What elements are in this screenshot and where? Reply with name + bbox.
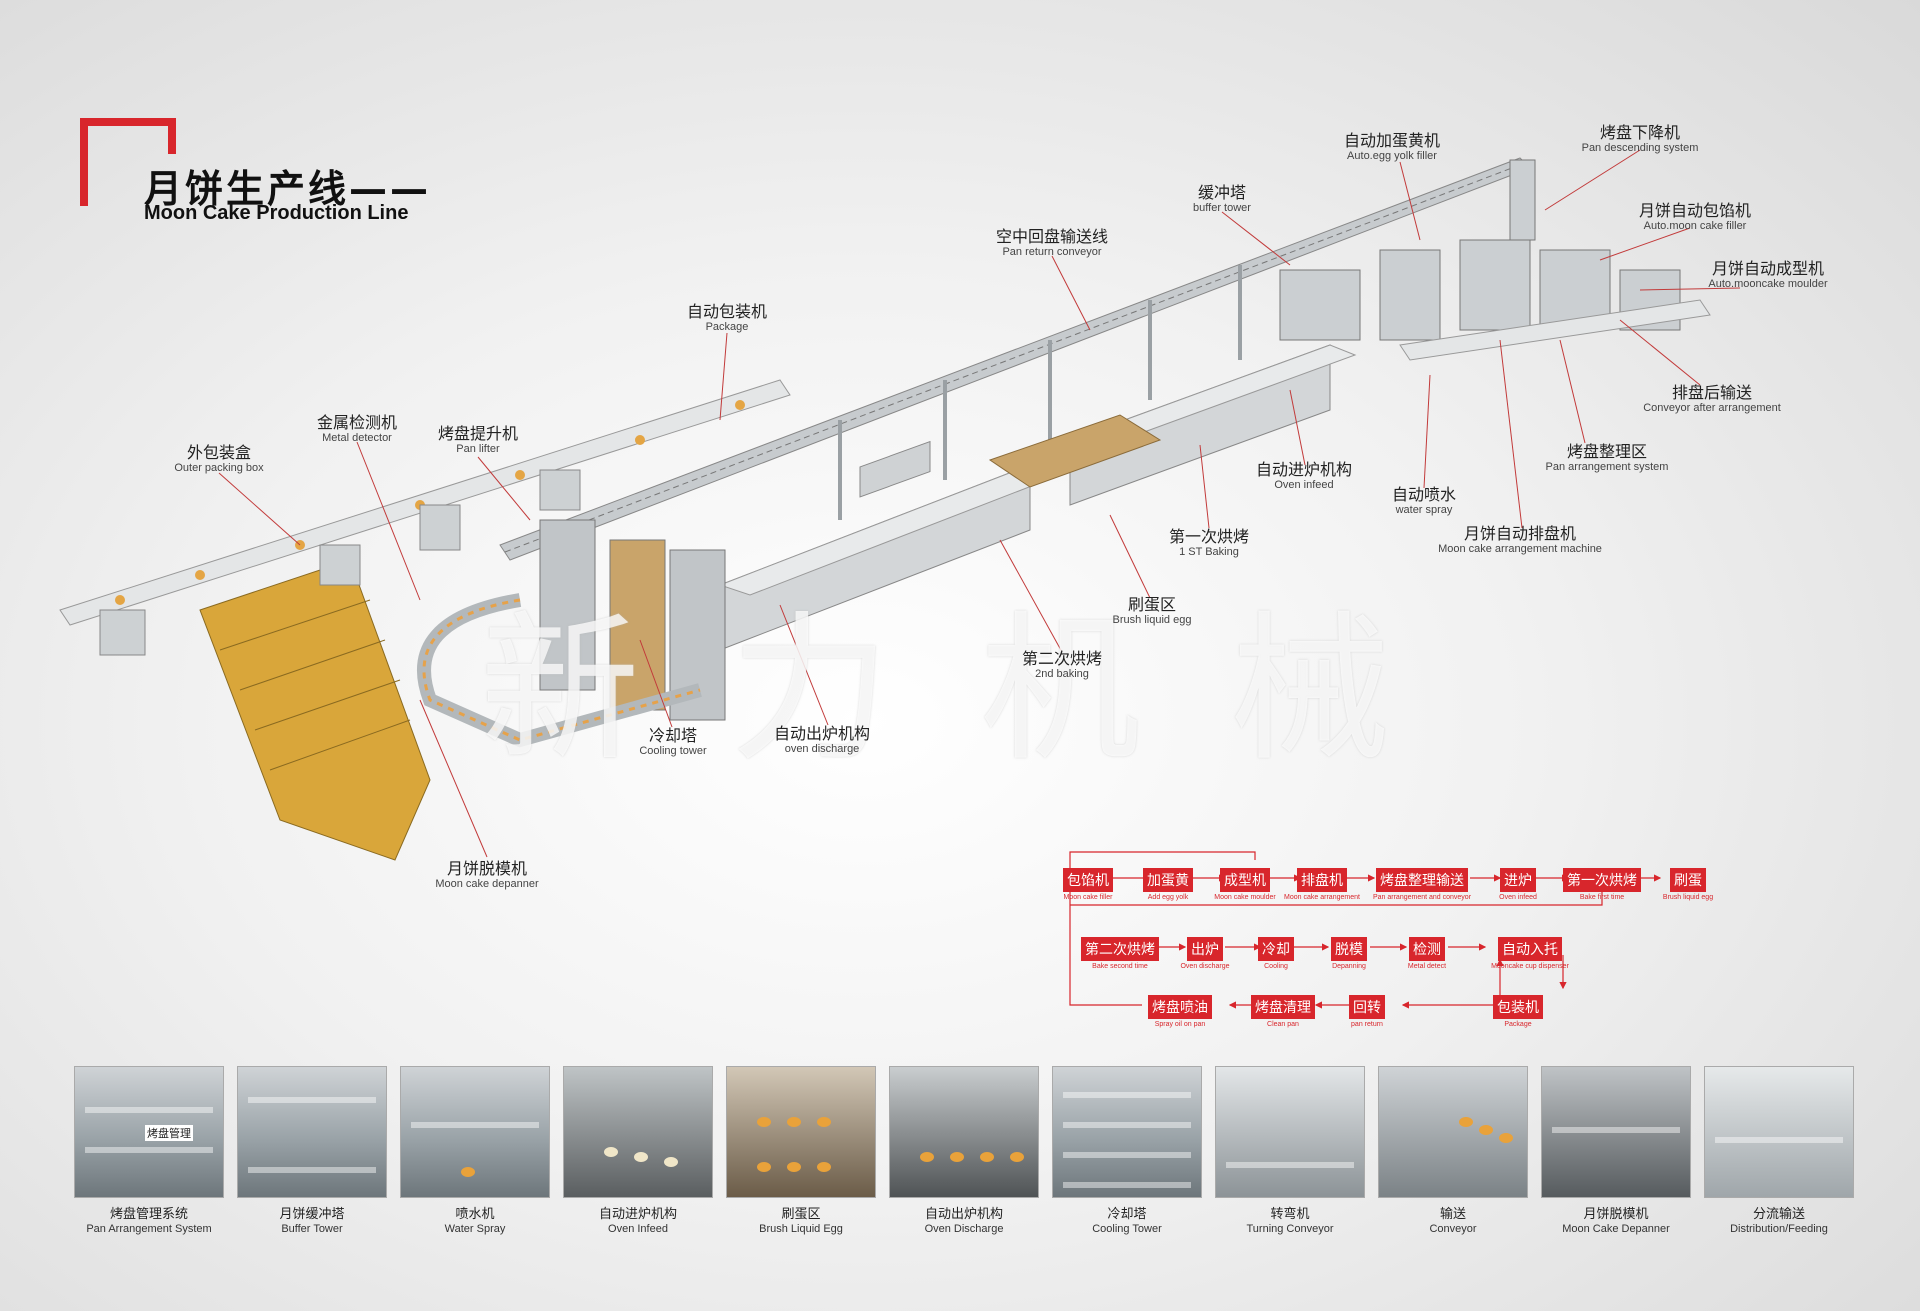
flow-step-add-yolk: 加蛋黄 xyxy=(1143,868,1193,892)
flow-step-spray-oil: 烤盘喷油 xyxy=(1148,995,1212,1019)
process-flow-chart: 包馅机 Moon cake filler 加蛋黄 Add egg yolk 成型… xyxy=(1060,850,1800,1040)
flow-step-brush-egg: 刷蛋 xyxy=(1670,868,1706,892)
photo-pan-arrangement: 烤盘管理 xyxy=(74,1066,224,1198)
flow-step-pan-conveyor: 烤盘整理输送 xyxy=(1376,868,1468,892)
page-subtitle: Moon Cake Production Line xyxy=(144,202,409,224)
photo-oven-discharge xyxy=(889,1066,1039,1198)
brush-egg-area xyxy=(988,414,1162,488)
flow-step-arrangement: 排盘机 xyxy=(1297,868,1347,892)
flow-step-first-bake: 第一次烘烤 xyxy=(1563,868,1641,892)
photo-depanner xyxy=(1541,1066,1691,1198)
outer-packing-conveyor xyxy=(59,379,791,626)
title-corner-mark xyxy=(80,118,176,206)
flow-step-package: 包装机 xyxy=(1493,995,1543,1019)
flow-step-moulder: 成型机 xyxy=(1220,868,1270,892)
crate-stack xyxy=(199,559,431,861)
photo-water-spray xyxy=(400,1066,550,1198)
flow-step-cooling: 冷却 xyxy=(1258,937,1294,961)
flow-step-second-bake: 第二次烘烤 xyxy=(1081,937,1159,961)
watermark-text: 新力机械 xyxy=(480,596,1481,783)
photo-conveyor xyxy=(1378,1066,1528,1198)
flow-step-clean-pan: 烤盘清理 xyxy=(1251,995,1315,1019)
right-conveyor xyxy=(1399,299,1711,361)
flow-connectors xyxy=(1069,851,1662,1009)
photo-buffer-tower xyxy=(237,1066,387,1198)
photo-distribution xyxy=(1704,1066,1854,1198)
flow-step-depanning: 脱模 xyxy=(1331,937,1367,961)
flow-step-infeed: 进炉 xyxy=(1500,868,1536,892)
photo-turning-conveyor xyxy=(1215,1066,1365,1198)
photo-oven-infeed xyxy=(563,1066,713,1198)
page-title: 月饼生产线—— xyxy=(144,167,432,211)
flow-step-discharge: 出炉 xyxy=(1187,937,1223,961)
flow-step-cup-dispenser: 自动入托 xyxy=(1498,937,1562,961)
photo-brush-egg xyxy=(726,1066,876,1198)
flow-step-metal-detect: 检测 xyxy=(1409,937,1445,961)
flow-step-pan-return: 回转 xyxy=(1349,995,1385,1019)
cooling-towers xyxy=(539,519,726,721)
flow-step-filler: 包馅机 xyxy=(1063,868,1113,892)
photo-cooling-tower xyxy=(1052,1066,1202,1198)
conveyor-supports xyxy=(838,265,1242,520)
